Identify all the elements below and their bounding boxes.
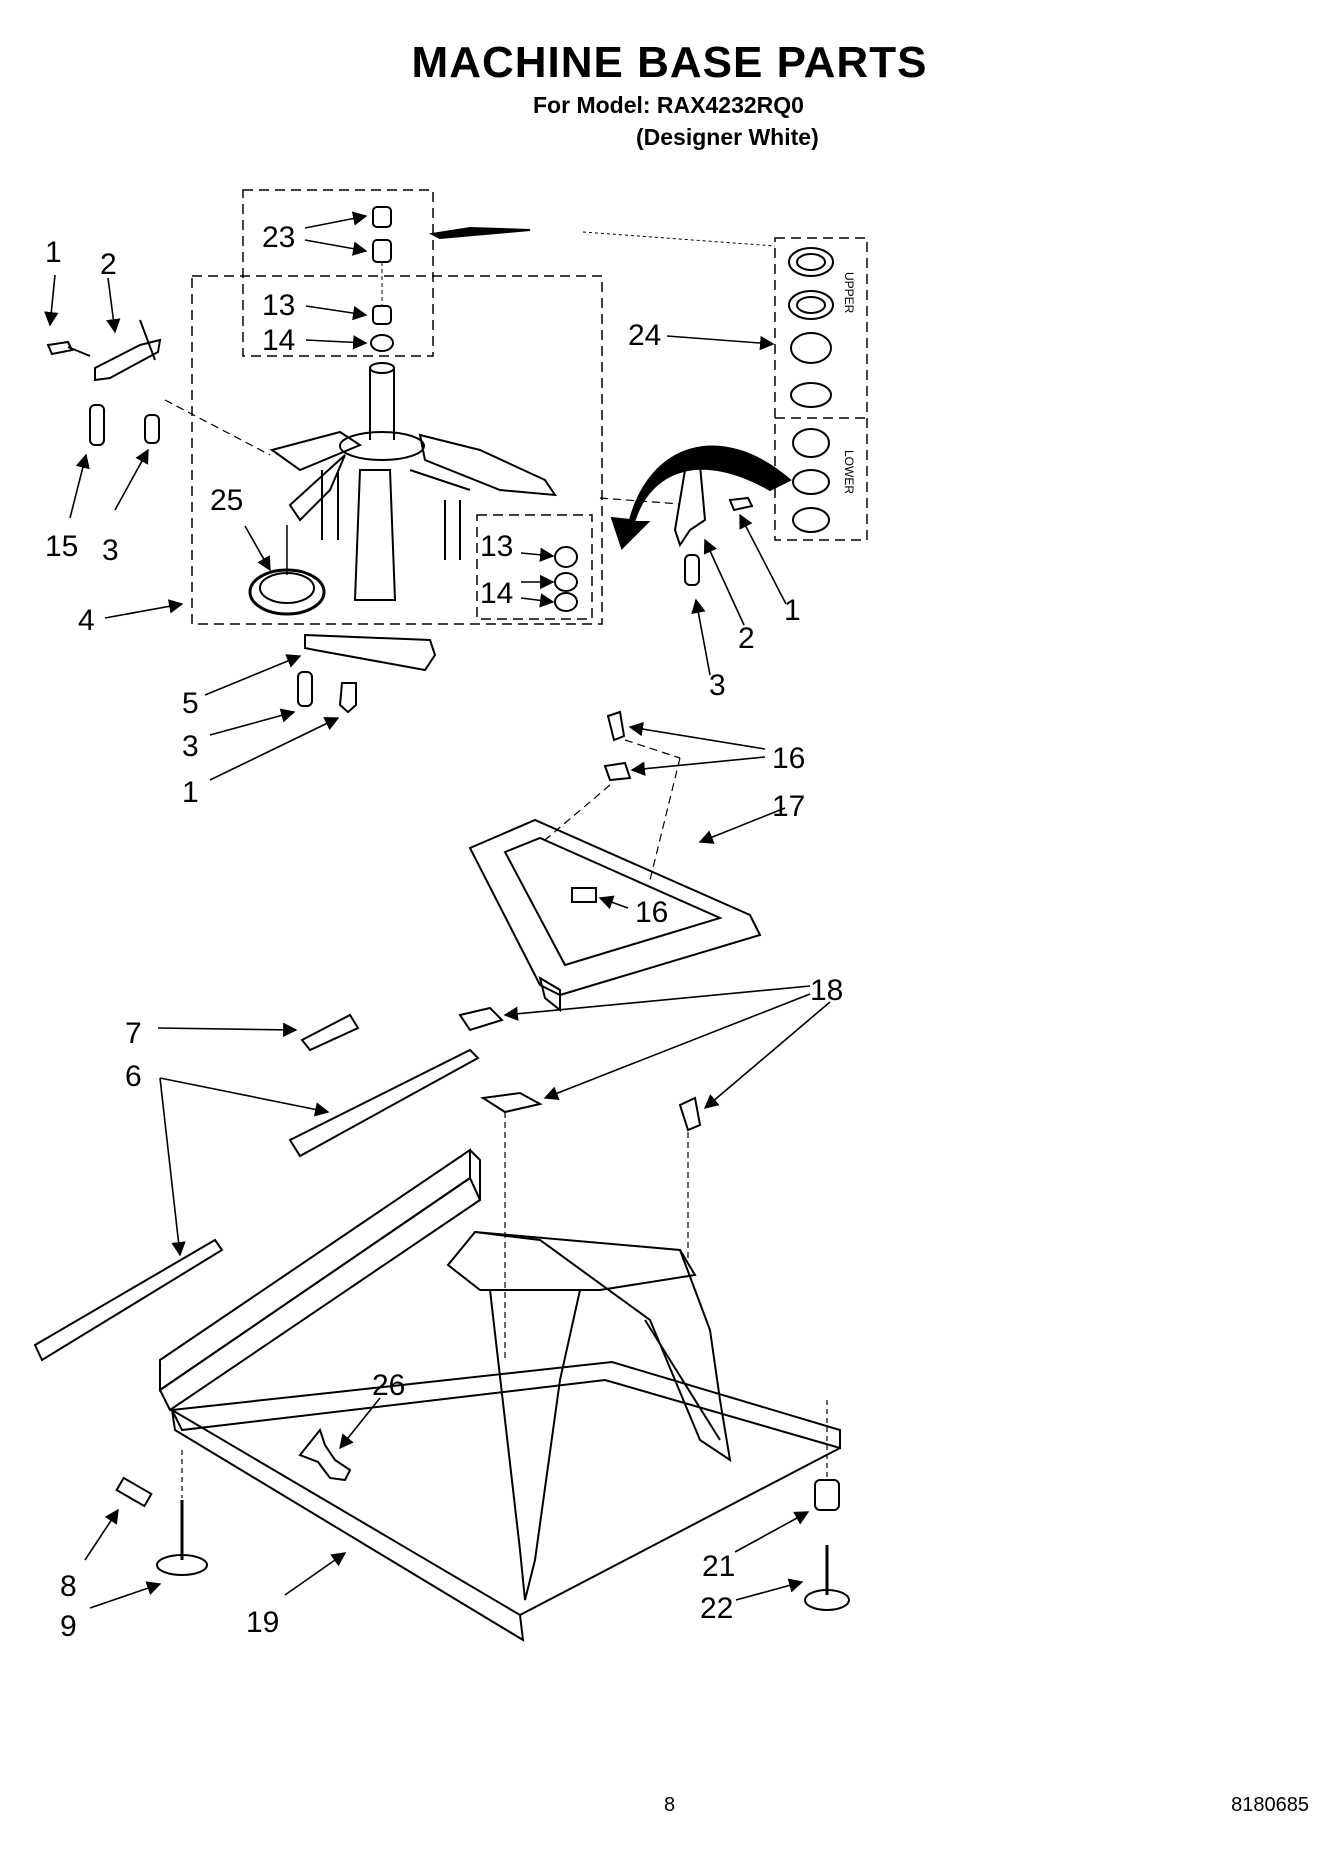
color-line: (Designer White) [636,124,819,150]
bushing-14-top [370,334,394,352]
spring-7 [300,1013,360,1052]
callout-1c: 1 [182,776,199,809]
leader-lines [44,211,831,1609]
clips-16 [544,710,681,903]
bearing-kit [788,247,834,533]
top-bushings [370,206,394,352]
model-line: For Model: RAX4232RQ0 [533,92,804,118]
callout-22: 22 [700,1592,733,1625]
right-bracket-assembly [599,463,754,586]
page-number: 8 [664,1794,676,1816]
left-bracket-assembly [46,319,271,456]
callout-13a: 13 [262,289,295,322]
callout-8: 8 [60,1570,77,1603]
curved-arrow [610,445,792,550]
callout-17: 17 [772,790,805,823]
callout-1a: 1 [45,236,62,269]
box-top-bushings [242,189,434,357]
callout-16a: 16 [772,742,805,775]
bushing-23-upper [372,206,392,228]
callout-18: 18 [810,974,843,1007]
leveling-feet [115,1400,850,1611]
document-number: 8180685 [1231,1794,1309,1816]
callout-26: 26 [372,1369,405,1402]
bearing-ring-25 [248,525,326,616]
callout-1b: 1 [784,594,801,627]
callout-2a: 2 [100,248,117,281]
lower-bushings [554,546,578,612]
callout-21: 21 [702,1550,735,1583]
callout-15: 15 [45,530,78,563]
arrow-to-bushings [428,226,531,240]
callout-4: 4 [78,604,95,637]
upper-label: UPPER [842,272,856,314]
callout-3c: 3 [182,730,199,763]
callout-14a: 14 [262,324,295,357]
callout-2b: 2 [738,622,755,655]
bushing-23-lower [372,239,392,263]
lower-label: LOWER [842,450,856,494]
callout-16b: 16 [635,896,668,929]
clip-26 [298,1427,352,1482]
callout-7: 7 [125,1017,142,1050]
callout-3a: 3 [102,534,119,567]
leader-kit [582,231,776,247]
dashed-frames [191,189,868,625]
callout-6: 6 [125,1060,142,1093]
callout-23: 23 [262,221,295,254]
tub-spider [269,362,557,601]
page-title: MACHINE BASE PARTS [411,38,928,87]
callout-3b: 3 [709,669,726,702]
callout-14b: 14 [480,577,513,610]
callout-25: 25 [210,484,243,517]
callout-9: 9 [60,1610,77,1643]
callout-24: 24 [628,319,661,352]
callout-19: 19 [246,1606,279,1639]
clips-18 [458,1006,702,1132]
box-lower-bushings [476,514,593,620]
straps-6 [33,1048,480,1362]
box-bearing-kit [774,237,868,541]
bushing-13-top [372,305,392,325]
bracket-5-group [297,633,437,714]
box-spider-assembly [191,275,603,625]
callout-5: 5 [182,687,199,720]
base-frame-19 [158,1148,841,1642]
callout-13b: 13 [480,530,513,563]
callout-numbers: 1 2 15 3 23 13 14 24 25 4 13 14 1 2 3 5 … [45,221,843,1643]
cradle-17 [468,818,762,1013]
